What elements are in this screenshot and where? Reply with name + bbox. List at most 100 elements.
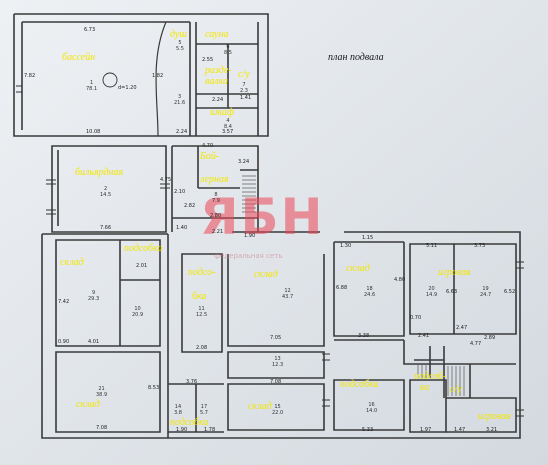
dimension-label: 2.21 [212, 229, 224, 235]
dimension-label: 8.53 [148, 385, 160, 391]
room-label-changing-1: разде- [205, 65, 232, 76]
dimension-label: 4.75 [160, 177, 172, 183]
dimension-label: 2.41 [418, 333, 430, 339]
dimension-label: 7.66 [100, 225, 112, 231]
room-label-utility-center-2: бка [192, 291, 207, 302]
room-label-changing-2: валка [205, 76, 229, 87]
room-number: 13 12.3 [272, 356, 284, 368]
window-marks [16, 85, 524, 417]
room-number: 15 22.0 [272, 404, 284, 416]
pool-curved-wall [155, 21, 167, 137]
dimension-label: 1.82 [152, 73, 164, 79]
stairs [242, 175, 465, 396]
room-number: 12 43.7 [282, 288, 294, 300]
room-number: 18 24.6 [364, 286, 376, 298]
dimension-label: 0.90 [58, 339, 70, 345]
dimension-label: 1.47 [454, 427, 466, 433]
room-label-boiler-1: Бой- [200, 151, 220, 162]
dimension-label: 7.08 [270, 379, 282, 385]
dimension-label: 6.52 [504, 289, 516, 295]
dimension-label: 4.80 [394, 277, 406, 283]
dimension-label: 2.55 [202, 57, 214, 63]
room-label-wc-bottom: с/у [450, 384, 462, 395]
dimension-label: 1.97 [420, 427, 432, 433]
room-number: 17 5.7 [200, 404, 208, 416]
room-label-boiler-2: лерная [200, 174, 229, 185]
dimension-label: 2.89 [484, 335, 496, 341]
dimension-label: 3.21 [486, 427, 498, 433]
room-label-billiard: бильярдная [75, 167, 124, 178]
dimension-label: 2.08 [196, 345, 208, 351]
dimension-label: 4.70 [202, 143, 214, 149]
room-number: 14 3.8 [174, 404, 182, 416]
dimension-label: 7.08 [96, 425, 108, 431]
dimension-label: 3.73 [474, 243, 486, 249]
room-number: 19 24.7 [480, 286, 492, 298]
dimension-label: 1.41 [240, 95, 252, 101]
room-label-utility-right-1: подсоб- [414, 371, 447, 382]
dimension-label: 3.57 [222, 129, 234, 135]
room-number: 2 14.5 [100, 186, 112, 198]
room-label-storage-left: склад [60, 257, 84, 268]
room-number: 10 20.9 [132, 306, 144, 318]
dimension-label: 10.08 [86, 129, 101, 135]
room-number: 4 8.4 [224, 118, 232, 130]
dimension-label: 2.10 [174, 189, 186, 195]
room-label-storage-center: склад [254, 269, 278, 280]
room-label-utility-right-2: ка [420, 382, 430, 393]
dimension-label: 3.24 [238, 159, 250, 165]
dimension-label: 2.24 [176, 129, 188, 135]
dimension-label: 2.80 [210, 213, 222, 219]
room-label-utility-bottom: подсобка [170, 417, 209, 428]
dimension-label: 4.77 [470, 341, 482, 347]
dimension-label: 1.40 [176, 225, 188, 231]
room-label-storage-bottom-mid: склад [248, 401, 272, 412]
room-number: 8 7.9 [212, 192, 220, 204]
room-label-storage-right: склад [346, 263, 370, 274]
room-number: 7 2.3 [240, 82, 248, 94]
room-number: 5 5.5 [176, 40, 184, 52]
room-number: 21 38.9 [96, 386, 108, 398]
room-label-pool: бассейн [62, 52, 96, 63]
room-number: 20 14.9 [426, 286, 438, 298]
dimension-label: 6.88 [336, 285, 348, 291]
dimension-label: 1.15 [362, 235, 374, 241]
dimension-label: 5.33 [362, 427, 374, 433]
dimension-label: 3.38 [358, 333, 370, 339]
room-label-closet: шкаф [210, 107, 235, 118]
room-label-game-bottom: игровая [478, 411, 511, 422]
watermark-logo: ЯБН [200, 188, 325, 246]
dimension-label: 7.05 [270, 335, 282, 341]
room-number: 11 12.5 [196, 306, 208, 318]
dimension-label: 2.82 [184, 203, 196, 209]
room-label-wc-top: с/у [238, 69, 250, 80]
dimension-label: 1.30 [340, 243, 352, 249]
pool-circle-marker [102, 72, 118, 88]
dimension-label: 4.01 [88, 339, 100, 345]
dimension-label: 5.11 [426, 243, 438, 249]
dimension-label: 7.82 [24, 73, 36, 79]
room-label-game-top: игровая [438, 267, 471, 278]
room-number: 16 14.0 [366, 402, 378, 414]
dimension-label: 1.78 [204, 427, 216, 433]
dimension-label: d=1.20 [118, 85, 137, 91]
room-label-shower: душ [170, 29, 187, 40]
plan-title: план подвала [328, 52, 384, 63]
dimension-label: 3.76 [186, 379, 198, 385]
dimension-label: 6.63 [446, 289, 458, 295]
dimension-label: 6.73 [84, 27, 96, 33]
room-label-utility-center-1: подсо- [188, 267, 216, 278]
dimension-label: 7.42 [58, 299, 70, 305]
room-number: 3 21.6 [174, 94, 186, 106]
walls [13, 13, 521, 439]
room-number: 9 29.3 [88, 290, 100, 302]
dimension-label: 2.01 [136, 263, 148, 269]
dimension-label: 2.47 [456, 325, 468, 331]
watermark-subtext: федеральная сеть [214, 252, 283, 260]
room-number: 6 8.5 [224, 44, 232, 56]
room-number: 1 78.1 [86, 80, 98, 92]
room-label-storage-bottom-left: склад [76, 399, 100, 410]
room-label-sauna: сауна [205, 29, 229, 40]
room-label-utility-top: подсобка [124, 243, 163, 254]
